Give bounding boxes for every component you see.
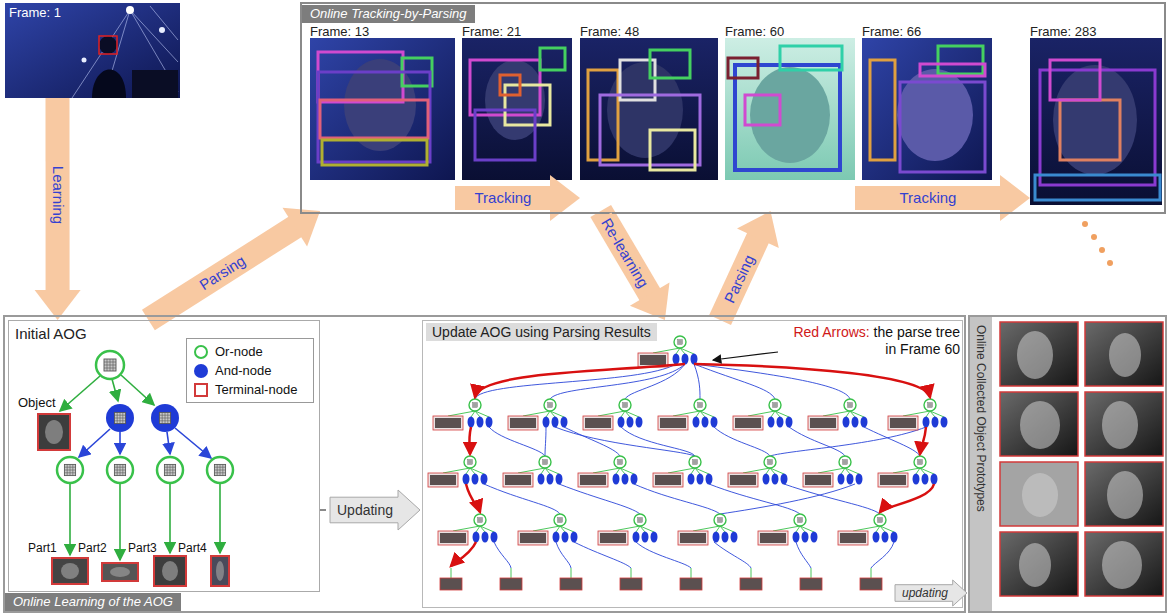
node-text: Frame: 66 [862,24,921,39]
flow-arrow [455,175,580,221]
part-label: Part3 [128,541,157,555]
node-text: Frame: 21 [462,24,521,39]
node-text: Frame: 60 [725,24,784,39]
node-text: Frame: 283 [1030,24,1096,39]
updated-aog-graph [428,336,948,590]
part-label: Part2 [78,541,107,555]
arrow-label: Learning [49,162,67,226]
aog-panel: Update AOG using Parsing Results updating [422,320,963,608]
tracked-frame: Frame: 13 [310,22,455,211]
arrow-outline [895,580,967,606]
tracking-panel: Online Tracking-by-ParsingFrame: 13 Frame… [300,2,1166,214]
arrow-shaft [455,186,551,210]
node-text: Frame: 1 [5,3,65,22]
legend-swatch [193,344,209,360]
arrow-head [550,175,580,221]
arrow-head [1000,175,1030,221]
part-label: Part4 [178,541,207,555]
legend-text: Or-node [215,344,263,359]
legend-swatch [193,363,209,379]
tracked-frame: Frame: 48 [580,22,718,211]
arrow-outline [330,490,420,530]
part-label: Part1 [28,541,57,555]
node-text: Online Learning of the AOG [5,593,181,611]
arrow-shaft [46,98,70,291]
node-text: Initial AOG [15,325,87,342]
legend-row: Terminal-node [193,380,307,399]
legend-row: Or-node [193,342,307,361]
legend-swatch [193,382,209,398]
legend-text: And-node [215,363,271,378]
tracked-frame: Frame: 283 [1030,22,1162,211]
update-arrow: Updating [330,490,420,530]
node-text: Updating [337,502,393,518]
tracked-frame: Frame: 66 [862,22,992,211]
video-frame-image [5,3,180,98]
node-text: Online Tracking-by-Parsing [302,5,475,23]
tracked-frame: Frame: 21 [462,22,572,211]
arrow-shaft [320,509,330,511]
dashed-link [320,510,330,511]
callout-note: Red Arrows: the parse tree in Frame 60 [784,324,960,358]
arrow-label: Parsing [719,249,759,308]
callout-text: Red Arrows: [793,324,869,340]
legend-box: Or-nodeAnd-nodeTerminal-node [186,338,314,403]
learning-panel: Online Learning of the AOG Initial AOG Upd… [3,315,966,613]
arrow-shaft [855,186,1001,210]
part-label: Object [18,396,56,410]
flow-arrow [35,98,81,320]
video-frame: Frame: 1 [5,3,180,98]
flow-arrow [148,208,320,320]
arrow-label: Tracking [472,189,535,207]
node-text: Frame: 48 [580,24,639,39]
arrow-label: Tracking [897,189,960,207]
arrow-label: Re-learning [596,212,654,293]
node-text: Online Collected Object Prototypes [973,325,989,512]
legend-row: And-node [193,361,307,380]
prototype-panel: Online Collected Object Prototypes [968,315,1167,613]
node-text: updating [902,586,948,600]
update-arrow: updating [895,580,967,606]
tracked-frame-images [310,38,1162,266]
tracked-frame: Frame: 60 [725,22,855,211]
arrow-shaft [148,227,295,321]
node-text: Update AOG using Parsing Results [426,323,657,341]
initial-aog-tree [38,351,233,586]
flow-arrow [855,175,1030,221]
callout-text: the parse tree in Frame 60 [874,324,960,357]
legend-text: Terminal-node [215,382,297,397]
arrow-head [737,211,779,248]
node-text: Frame: 13 [310,24,369,39]
